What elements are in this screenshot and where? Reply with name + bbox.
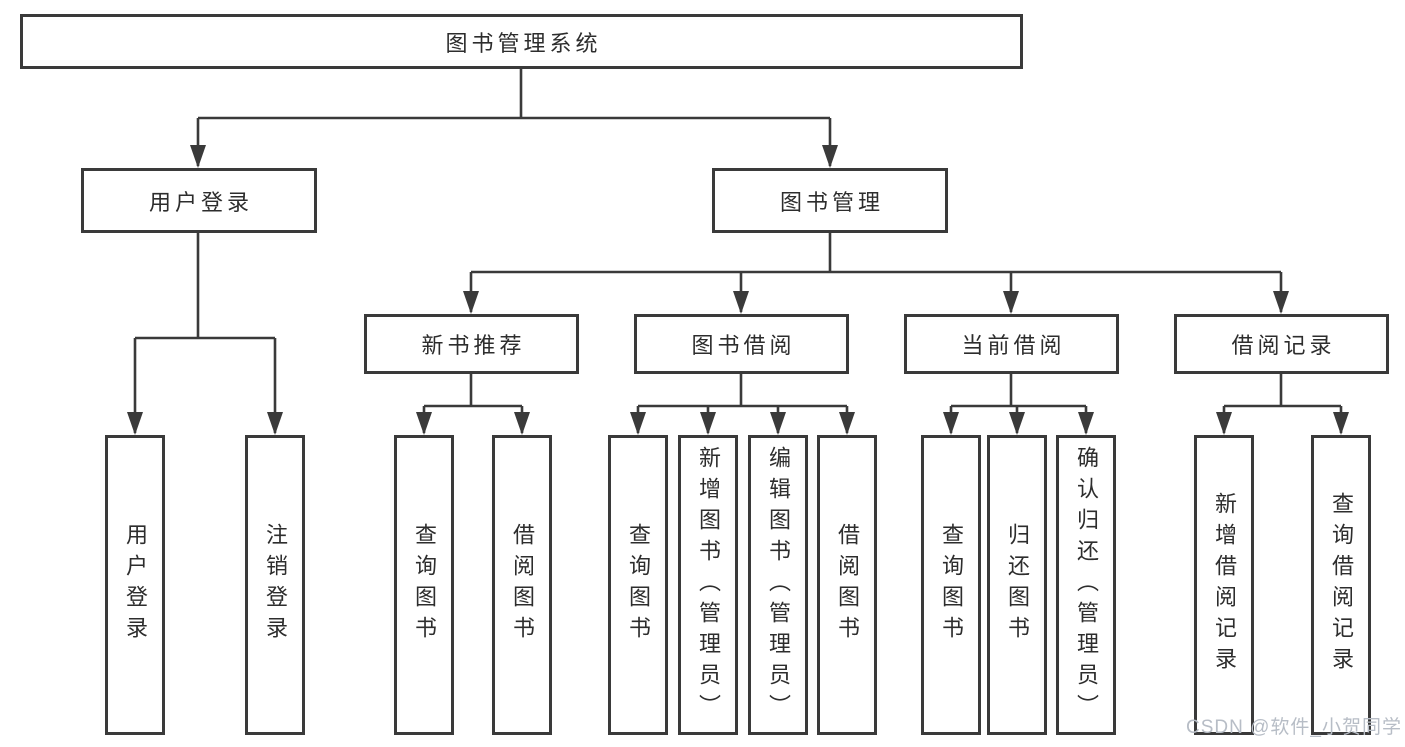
arrow-icon <box>943 412 959 435</box>
leaf-borrow-books: 借阅图书 <box>817 435 877 735</box>
leaf-user-login: 用户登录 <box>105 435 165 735</box>
csdn-watermark: CSDN @软件_小贺同学 <box>1186 717 1402 738</box>
connector-new-book-recommend <box>422 374 524 433</box>
node-borrow-records: 借阅记录 <box>1174 314 1389 374</box>
leaf-query-books-current: 查询图书 <box>921 435 981 735</box>
arrow-icon <box>1333 412 1349 435</box>
leaf-label: 借阅图书 <box>510 523 535 647</box>
leaf-label: 归还图书 <box>1005 523 1030 647</box>
leaf-label: 查询图书 <box>412 523 437 647</box>
leaf-label: 用户登录 <box>123 523 148 647</box>
leaf-label: 查询图书 <box>626 523 651 647</box>
leaf-query-borrow-record: 查询借阅记录 <box>1311 435 1371 735</box>
arrow-icon <box>822 145 838 168</box>
leaf-add-borrow-record: 新增借阅记录 <box>1194 435 1254 735</box>
connector-user-login <box>133 233 277 433</box>
arrow-icon <box>267 412 283 435</box>
arrow-icon <box>1273 291 1289 314</box>
arrow-icon <box>630 412 646 435</box>
arrow-icon <box>1216 412 1232 435</box>
leaf-label: 查询借阅记录 <box>1329 492 1354 678</box>
arrow-icon <box>770 412 786 435</box>
arrow-icon <box>1009 412 1025 435</box>
arrow-icon <box>839 412 855 435</box>
connector-borrow-records <box>1222 374 1343 433</box>
arrow-icon <box>1078 412 1094 435</box>
leaf-label: 查询图书 <box>939 523 964 647</box>
arrow-icon <box>416 412 432 435</box>
node-user-login: 用户登录 <box>81 168 317 233</box>
connector-book-borrow <box>636 374 849 433</box>
connector-root <box>196 69 832 166</box>
leaf-add-books-admin: 新增图书（管理员） <box>678 435 738 735</box>
node-book-borrow: 图书借阅 <box>634 314 849 374</box>
leaf-label: 确认归还（管理员） <box>1074 445 1099 725</box>
leaf-logout: 注销登录 <box>245 435 305 735</box>
leaf-return-books: 归还图书 <box>987 435 1047 735</box>
leaf-edit-books-admin: 编辑图书（管理员） <box>748 435 808 735</box>
leaf-borrow-books-recommend: 借阅图书 <box>492 435 552 735</box>
arrow-icon <box>190 145 206 168</box>
arrow-icon <box>1003 291 1019 314</box>
arrowheads <box>127 145 1349 435</box>
connector-book-management <box>469 233 1283 312</box>
leaf-query-books-borrow: 查询图书 <box>608 435 668 735</box>
leaf-confirm-return-admin: 确认归还（管理员） <box>1056 435 1116 735</box>
leaf-label: 借阅图书 <box>835 523 860 647</box>
arrow-icon <box>127 412 143 435</box>
leaf-query-books-recommend: 查询图书 <box>394 435 454 735</box>
leaf-label: 新增图书（管理员） <box>696 445 721 725</box>
arrow-icon <box>733 291 749 314</box>
arrow-icon <box>700 412 716 435</box>
leaf-label: 编辑图书（管理员） <box>766 445 791 725</box>
node-new-book-recommend: 新书推荐 <box>364 314 579 374</box>
node-system-root: 图书管理系统 <box>20 14 1023 69</box>
leaf-label: 新增借阅记录 <box>1212 492 1237 678</box>
arrow-icon <box>463 291 479 314</box>
node-book-management: 图书管理 <box>712 168 948 233</box>
arrow-icon <box>514 412 530 435</box>
node-current-borrow: 当前借阅 <box>904 314 1119 374</box>
leaf-label: 注销登录 <box>263 523 288 647</box>
